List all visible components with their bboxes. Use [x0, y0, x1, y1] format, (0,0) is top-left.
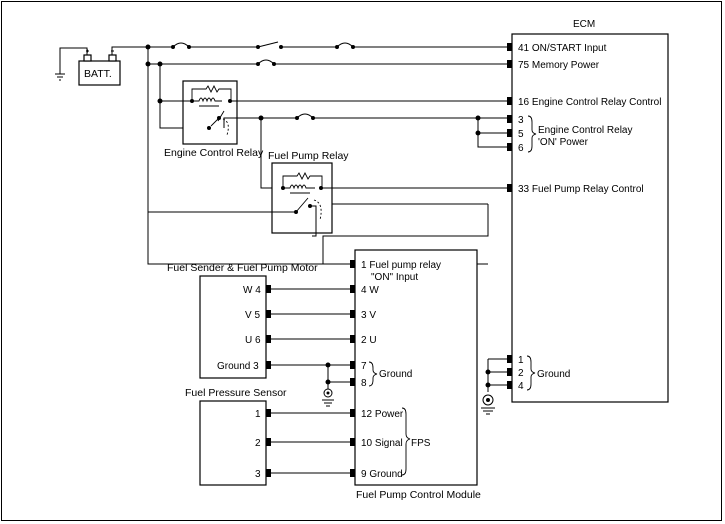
fpcm-pin-10: 10 Signal [361, 438, 403, 449]
fps-pin-3: 3 [255, 469, 261, 480]
ecm-pin-75: 75 Memory Power [518, 60, 600, 71]
ecm-pin-g4: 4 [518, 381, 524, 392]
fpcm-pin-8: 8 [361, 378, 367, 389]
ecm-title: ECM [573, 19, 595, 30]
wire-batt-plus [111, 46, 148, 55]
fuel-pressure-sensor-box [199, 400, 267, 486]
ecm-ground-brace [526, 355, 536, 391]
fuel-sender-box [199, 275, 267, 379]
fpcm-pin-4: 4 W [361, 285, 379, 296]
ecm-pin-5: 5 [518, 129, 524, 140]
fuse-1-icon [172, 42, 190, 48]
ecm-box [511, 33, 669, 403]
wire-fpr-out-stub [310, 205, 317, 237]
fpcm-terminals [350, 260, 355, 477]
wires-ecm-ground [487, 358, 507, 392]
ignition-switch-icon [257, 41, 279, 48]
fpcm-pin-9: 9 Ground [361, 469, 403, 480]
fuse-4-icon [296, 113, 314, 119]
fuel-sender-terminals [266, 285, 271, 369]
fuel-sender-pin-v5: V 5 [245, 310, 260, 321]
fpcm-box [354, 249, 478, 486]
fpcm-ground-brace [368, 361, 378, 387]
fuel-pressure-sensor-terminals [266, 409, 271, 477]
battery: BATT. [78, 49, 121, 86]
battery-ground-icon [55, 47, 88, 81]
ecm-pin-3: 3 [518, 115, 524, 126]
fpcm-pin-1-line2: "ON" Input [371, 272, 418, 283]
ecm-relay-power-label-1: Engine Control Relay [538, 125, 633, 136]
fpcm-pin-3: 3 V [361, 310, 376, 321]
fps-pin-1: 1 [255, 409, 261, 420]
fuel-pressure-sensor-title: Fuel Pressure Sensor [185, 387, 287, 399]
ecm-terminals [507, 43, 512, 389]
fuel-sender-title: Fuel Sender & Fuel Pump Motor [167, 262, 318, 274]
engine-control-relay-label: Engine Control Relay [164, 147, 264, 159]
fpcm-title: Fuel Pump Control Module [356, 489, 481, 501]
wire-fpcm-pin8 [327, 365, 350, 383]
fpcm-pin-12: 12 Power [361, 409, 404, 420]
fpcm-ground-label: Ground [379, 369, 412, 380]
ecm-pin-g2: 2 [518, 368, 524, 379]
fpcm-ground-icon [322, 382, 334, 407]
fuse-3-icon [257, 59, 275, 65]
fuel-pump-relay-box [271, 162, 333, 234]
ecm-relay-power-label-2: 'ON' Power [538, 137, 589, 148]
ecm-relay-power-brace [527, 115, 537, 153]
fps-pin-2: 2 [255, 438, 261, 449]
fuel-sender-pin-u6: U 6 [245, 335, 261, 346]
fuel-pump-relay-label: Fuel Pump Relay [268, 150, 349, 162]
fuel-sender-pin-ground3: Ground 3 [217, 361, 259, 372]
wire-fpcm-pin1 [322, 204, 489, 265]
fpcm-fps-brace [401, 407, 411, 476]
fpcm-fps-label: FPS [411, 438, 431, 449]
fuel-sender-pin-w4: W 4 [243, 285, 261, 296]
ecm-pin-16: 16 Engine Control Relay Control [518, 97, 661, 108]
wires-sensor-to-fpcm [271, 412, 350, 474]
fpcm-pin-2: 2 U [361, 335, 377, 346]
ecm-pin-41: 41 ON/START Input [518, 43, 607, 54]
wire-ecm-3-5-6 [477, 118, 507, 148]
fpcm-pin-7: 7 [361, 361, 367, 372]
wires-sender-to-fpcm [271, 288, 350, 366]
ecm-pin-g1: 1 [518, 355, 524, 366]
ecm-pin-33: 33 Fuel Pump Relay Control [518, 184, 644, 195]
wire-ecr-out-a [223, 117, 297, 128]
ecm-pin-6: 6 [518, 143, 524, 154]
fuse-2-icon [336, 42, 354, 48]
fpcm-pin-1-line1: 1 Fuel pump relay [361, 260, 441, 271]
battery-label: BATT. [84, 68, 112, 80]
ecm-ground-icon [481, 394, 495, 415]
ecm-ground-label: Ground [537, 369, 570, 380]
